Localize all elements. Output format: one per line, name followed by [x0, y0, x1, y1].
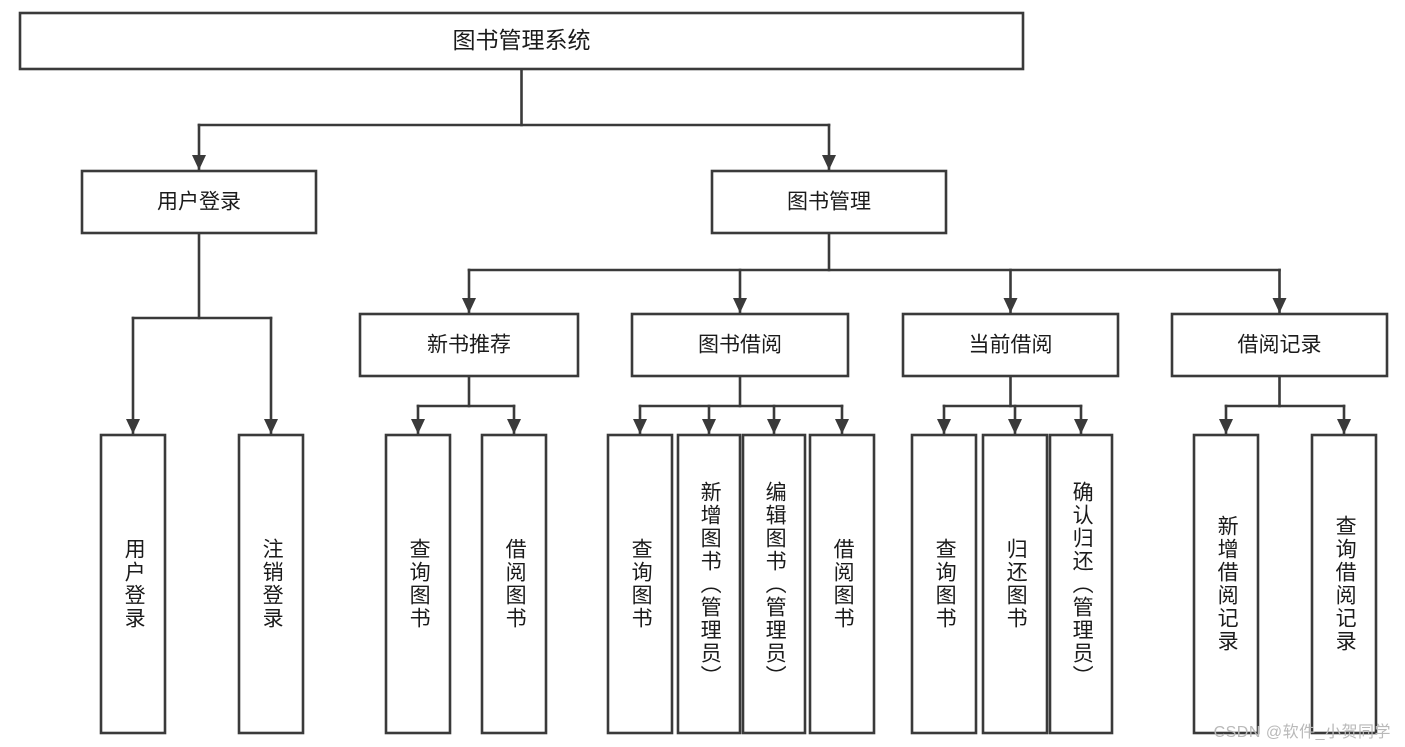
arrow-head-icon	[702, 419, 716, 434]
arrow-head-icon	[937, 419, 951, 434]
arrow-head-icon	[733, 298, 747, 313]
arrow-head-icon	[822, 155, 836, 170]
arrow-head-icon	[1008, 419, 1022, 434]
node-leaf-add-borrow-record[interactable]	[1192, 433, 1260, 735]
node-root[interactable]: 图书管理系统	[18, 11, 1025, 71]
arrow-head-icon	[507, 419, 521, 434]
arrow-head-icon	[1003, 298, 1018, 313]
node-label-current-borrow: 当前借阅	[969, 334, 1053, 357]
arrow-head-icon	[835, 419, 849, 434]
node-label-book-borrow: 图书借阅	[698, 334, 782, 357]
arrow-head-icon	[411, 419, 425, 434]
node-leaf-query-borrow-record[interactable]	[1310, 433, 1378, 735]
node-leaf-add-book[interactable]	[676, 433, 742, 735]
node-leaf-edit-book[interactable]	[741, 433, 807, 735]
arrow-head-icon	[767, 419, 781, 434]
arrow-head-icon	[1219, 419, 1233, 434]
watermark-text: CSDN @软件_小贺同学	[1213, 724, 1391, 741]
arrow-head-icon	[126, 419, 140, 434]
node-current-borrow[interactable]: 当前借阅	[901, 312, 1120, 378]
node-leaf-return-book[interactable]	[981, 433, 1049, 735]
node-label-book-manage: 图书管理	[787, 191, 871, 214]
node-leaf-confirm-return[interactable]	[1048, 433, 1114, 735]
node-leaf-borrow-book-2[interactable]	[808, 433, 876, 735]
node-book-manage[interactable]: 图书管理	[710, 169, 948, 235]
arrow-head-icon	[1337, 419, 1351, 434]
node-new-book-recommend[interactable]: 新书推荐	[358, 312, 580, 378]
arrow-head-icon	[192, 155, 206, 170]
node-book-borrow[interactable]: 图书借阅	[630, 312, 850, 378]
node-leaf-logout[interactable]	[237, 433, 305, 735]
arrow-head-icon	[633, 419, 647, 434]
node-user-login[interactable]: 用户登录	[80, 169, 318, 235]
node-leaf-query-book-1[interactable]	[384, 433, 452, 735]
arrow-head-icon	[462, 298, 476, 313]
arrow-head-icon	[1272, 298, 1287, 313]
node-leaf-query-book-3[interactable]	[910, 433, 978, 735]
node-leaf-user-login[interactable]	[99, 433, 167, 735]
arrow-head-icon	[1074, 419, 1088, 434]
node-leaf-borrow-book-1[interactable]	[480, 433, 548, 735]
node-label-borrow-record: 借阅记录	[1238, 334, 1322, 357]
node-label-new-book-recommend: 新书推荐	[427, 334, 511, 357]
arrow-head-icon	[264, 419, 278, 434]
node-leaf-query-book-2[interactable]	[606, 433, 674, 735]
node-label-user-login: 用户登录	[157, 191, 241, 214]
node-borrow-record[interactable]: 借阅记录	[1170, 312, 1389, 378]
node-label-root: 图书管理系统	[453, 27, 591, 53]
